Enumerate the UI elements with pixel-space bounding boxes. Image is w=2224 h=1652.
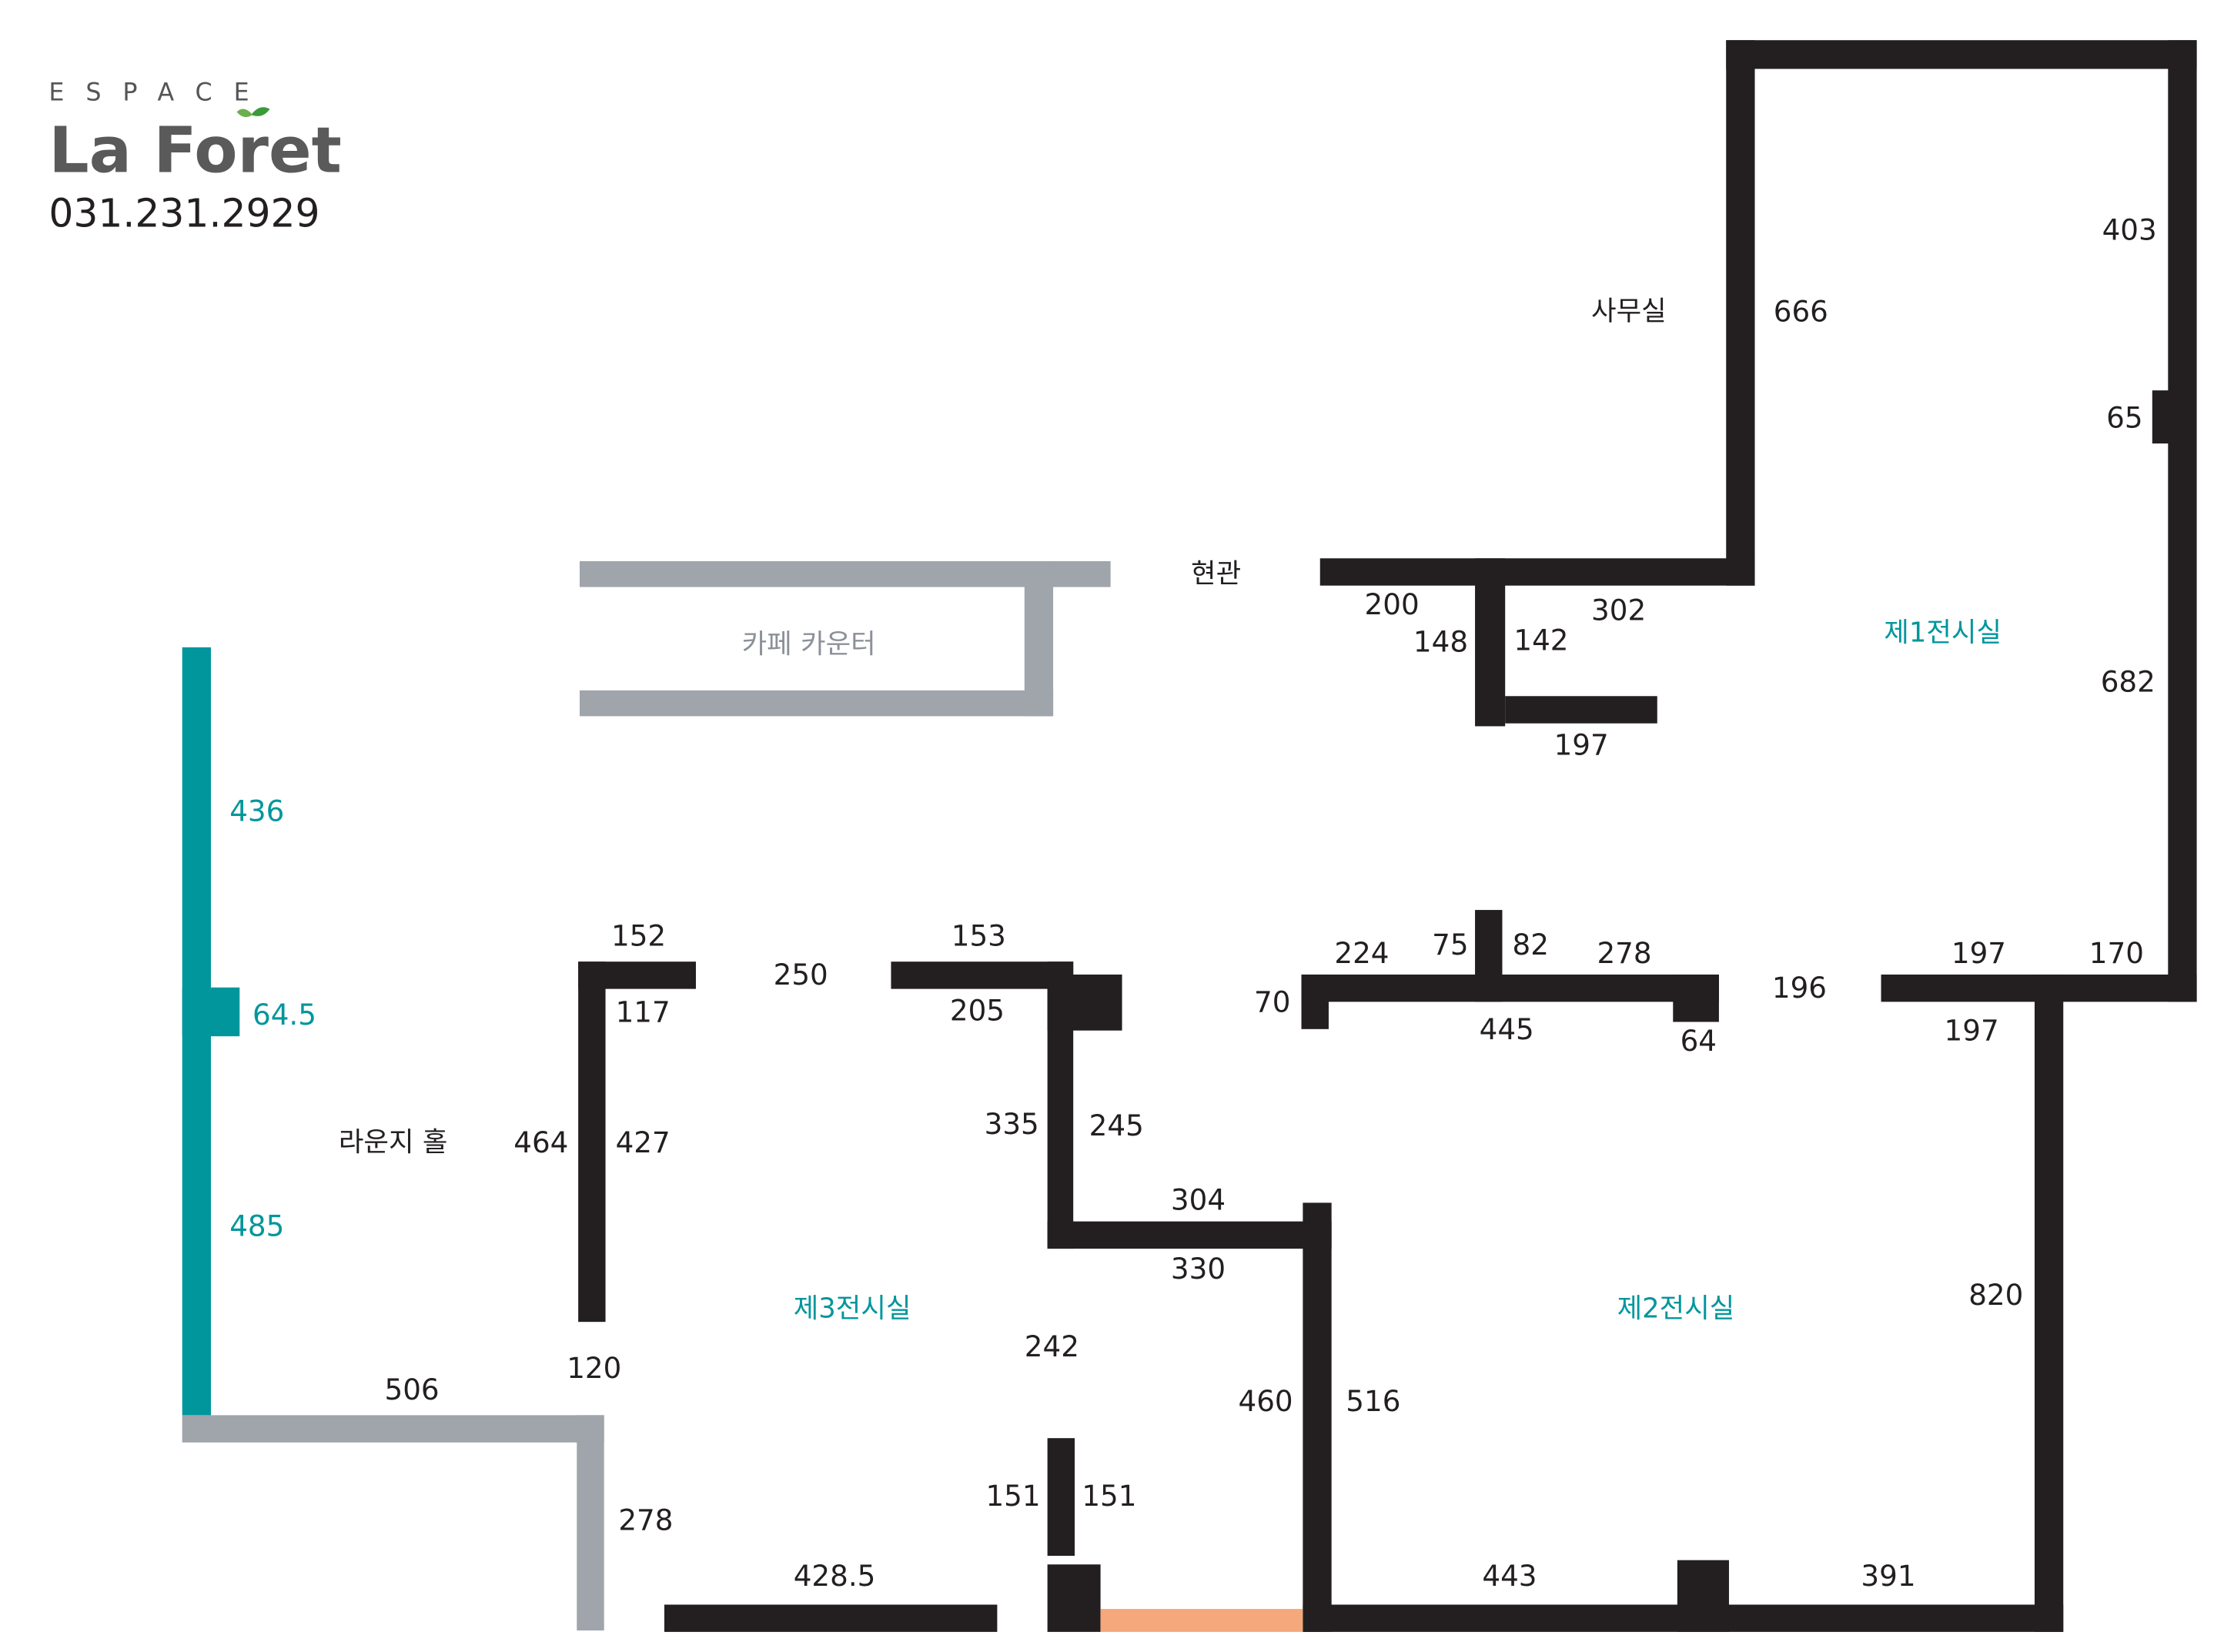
wall-151 bbox=[1047, 1438, 1075, 1557]
dim-label: 464 bbox=[513, 1125, 568, 1159]
lounge-wall bbox=[182, 647, 240, 1416]
leaf-icon bbox=[251, 107, 270, 116]
cafe-counter-bottom bbox=[580, 690, 1054, 717]
dim-label: 117 bbox=[616, 995, 671, 1028]
leaf-small-icon bbox=[236, 109, 253, 118]
dim-label: 427 bbox=[616, 1125, 671, 1159]
wall-428-5 bbox=[664, 1604, 998, 1632]
logo: ESPACE La Foret 031.231.2929 bbox=[48, 79, 341, 236]
dim-label: 242 bbox=[1025, 1329, 1079, 1363]
dim-label: 197 bbox=[1945, 1014, 1999, 1048]
dim-label: 335 bbox=[985, 1107, 1039, 1141]
wall-office-left bbox=[1726, 40, 1755, 586]
wall-516 bbox=[1303, 1202, 1332, 1632]
wall-153-205 bbox=[891, 961, 1074, 989]
wall-entrance-top bbox=[1319, 558, 1755, 586]
wall-304-330 bbox=[1047, 1221, 1332, 1249]
wall-pillar-bottom bbox=[1677, 1560, 1729, 1632]
dim-label: 250 bbox=[774, 958, 828, 992]
dim-label-teal: 485 bbox=[229, 1209, 284, 1242]
dim-label: 170 bbox=[2089, 936, 2144, 970]
dim-label: 82 bbox=[1513, 928, 1549, 961]
room-gallery2: 제2전시실 bbox=[1617, 1293, 1735, 1325]
dim-label: 391 bbox=[1861, 1559, 1915, 1593]
dim-label: 506 bbox=[385, 1373, 440, 1406]
wall-64-block bbox=[1673, 974, 1719, 1022]
logo-name-text: La Foret bbox=[48, 115, 341, 188]
door-opening bbox=[1100, 1609, 1303, 1632]
wall-door-block bbox=[1047, 1564, 1101, 1632]
wall-75-82-post bbox=[1475, 910, 1503, 1002]
dim-label: 64 bbox=[1681, 1024, 1717, 1058]
dim-label: 205 bbox=[950, 994, 1005, 1028]
dim-label: 197 bbox=[1951, 936, 2006, 970]
wall-right bbox=[2168, 40, 2197, 1002]
dim-label: 153 bbox=[951, 919, 1006, 953]
dim-label: 196 bbox=[1772, 971, 1827, 1005]
walls bbox=[578, 40, 2197, 1632]
logo-phone-text: 031.231.2929 bbox=[48, 191, 319, 236]
dim-label: 516 bbox=[1346, 1384, 1400, 1418]
dim-label: 460 bbox=[1239, 1384, 1293, 1418]
dim-label: 682 bbox=[2101, 665, 2155, 699]
dim-label: 820 bbox=[1968, 1278, 2023, 1312]
room-lounge-hall: 라운지 홀 bbox=[339, 1126, 448, 1158]
dim-label: 304 bbox=[1171, 1183, 1226, 1217]
partition-506 bbox=[182, 1415, 604, 1443]
dim-label: 197 bbox=[1554, 728, 1609, 762]
dim-label: 666 bbox=[1774, 295, 1828, 329]
cafe-counter-top bbox=[580, 561, 1111, 587]
wall-197 bbox=[1505, 696, 1657, 724]
wall-820 bbox=[2034, 974, 2064, 1632]
dim-label: 278 bbox=[1597, 936, 1651, 970]
dim-label: 151 bbox=[1082, 1479, 1136, 1513]
dim-label: 142 bbox=[1513, 624, 1568, 657]
dim-label: 152 bbox=[611, 919, 666, 953]
dimension-labels: 403 666 65 682 200 148 142 302 197 224 7… bbox=[385, 212, 2157, 1593]
teal-pillar bbox=[182, 987, 240, 1037]
dim-label: 443 bbox=[1482, 1559, 1537, 1593]
dim-label: 278 bbox=[618, 1503, 673, 1537]
wall-corner-block bbox=[1047, 974, 1122, 1031]
room-labels: 사무실 현관 카페 카운터 제1전시실 제2전시실 제3전시실 라운지 홀 bbox=[339, 296, 2002, 1325]
dim-label: 75 bbox=[1432, 928, 1468, 961]
logo-espace-text: ESPACE bbox=[48, 79, 270, 107]
dim-label: 428.5 bbox=[794, 1559, 876, 1593]
wall-70-stub bbox=[1301, 974, 1329, 1029]
room-gallery3: 제3전시실 bbox=[794, 1293, 911, 1325]
dim-label: 224 bbox=[1334, 936, 1389, 970]
dim-label: 245 bbox=[1089, 1109, 1144, 1142]
wall-top bbox=[1726, 40, 2197, 69]
room-entrance: 현관 bbox=[1191, 558, 1241, 590]
dim-label: 302 bbox=[1591, 593, 1646, 627]
wall-464-427 bbox=[578, 961, 606, 1323]
dim-label: 151 bbox=[985, 1479, 1040, 1513]
dim-label: 65 bbox=[2106, 401, 2142, 435]
room-office: 사무실 bbox=[1591, 296, 1667, 327]
dim-label: 330 bbox=[1171, 1252, 1226, 1286]
partition-278 bbox=[577, 1415, 604, 1631]
partitions bbox=[182, 561, 1111, 1631]
dim-label: 445 bbox=[1480, 1012, 1534, 1046]
dim-label-teal: 436 bbox=[229, 794, 284, 828]
dim-label: 148 bbox=[1413, 624, 1468, 658]
wall-445 bbox=[1301, 974, 1719, 1002]
wall-entrance-post bbox=[1475, 558, 1506, 727]
dim-label-teal: 64.5 bbox=[252, 998, 316, 1032]
teal-dimension-labels: 436 64.5 485 bbox=[229, 794, 316, 1242]
dim-label: 403 bbox=[2102, 212, 2157, 246]
dim-label: 120 bbox=[567, 1351, 621, 1385]
dim-label: 200 bbox=[1365, 587, 1420, 621]
wall-pillar-65 bbox=[2152, 390, 2172, 444]
room-gallery1: 제1전시실 bbox=[1884, 617, 2002, 648]
dim-label: 70 bbox=[1254, 985, 1290, 1018]
room-cafe-counter: 카페 카운터 bbox=[742, 628, 876, 660]
